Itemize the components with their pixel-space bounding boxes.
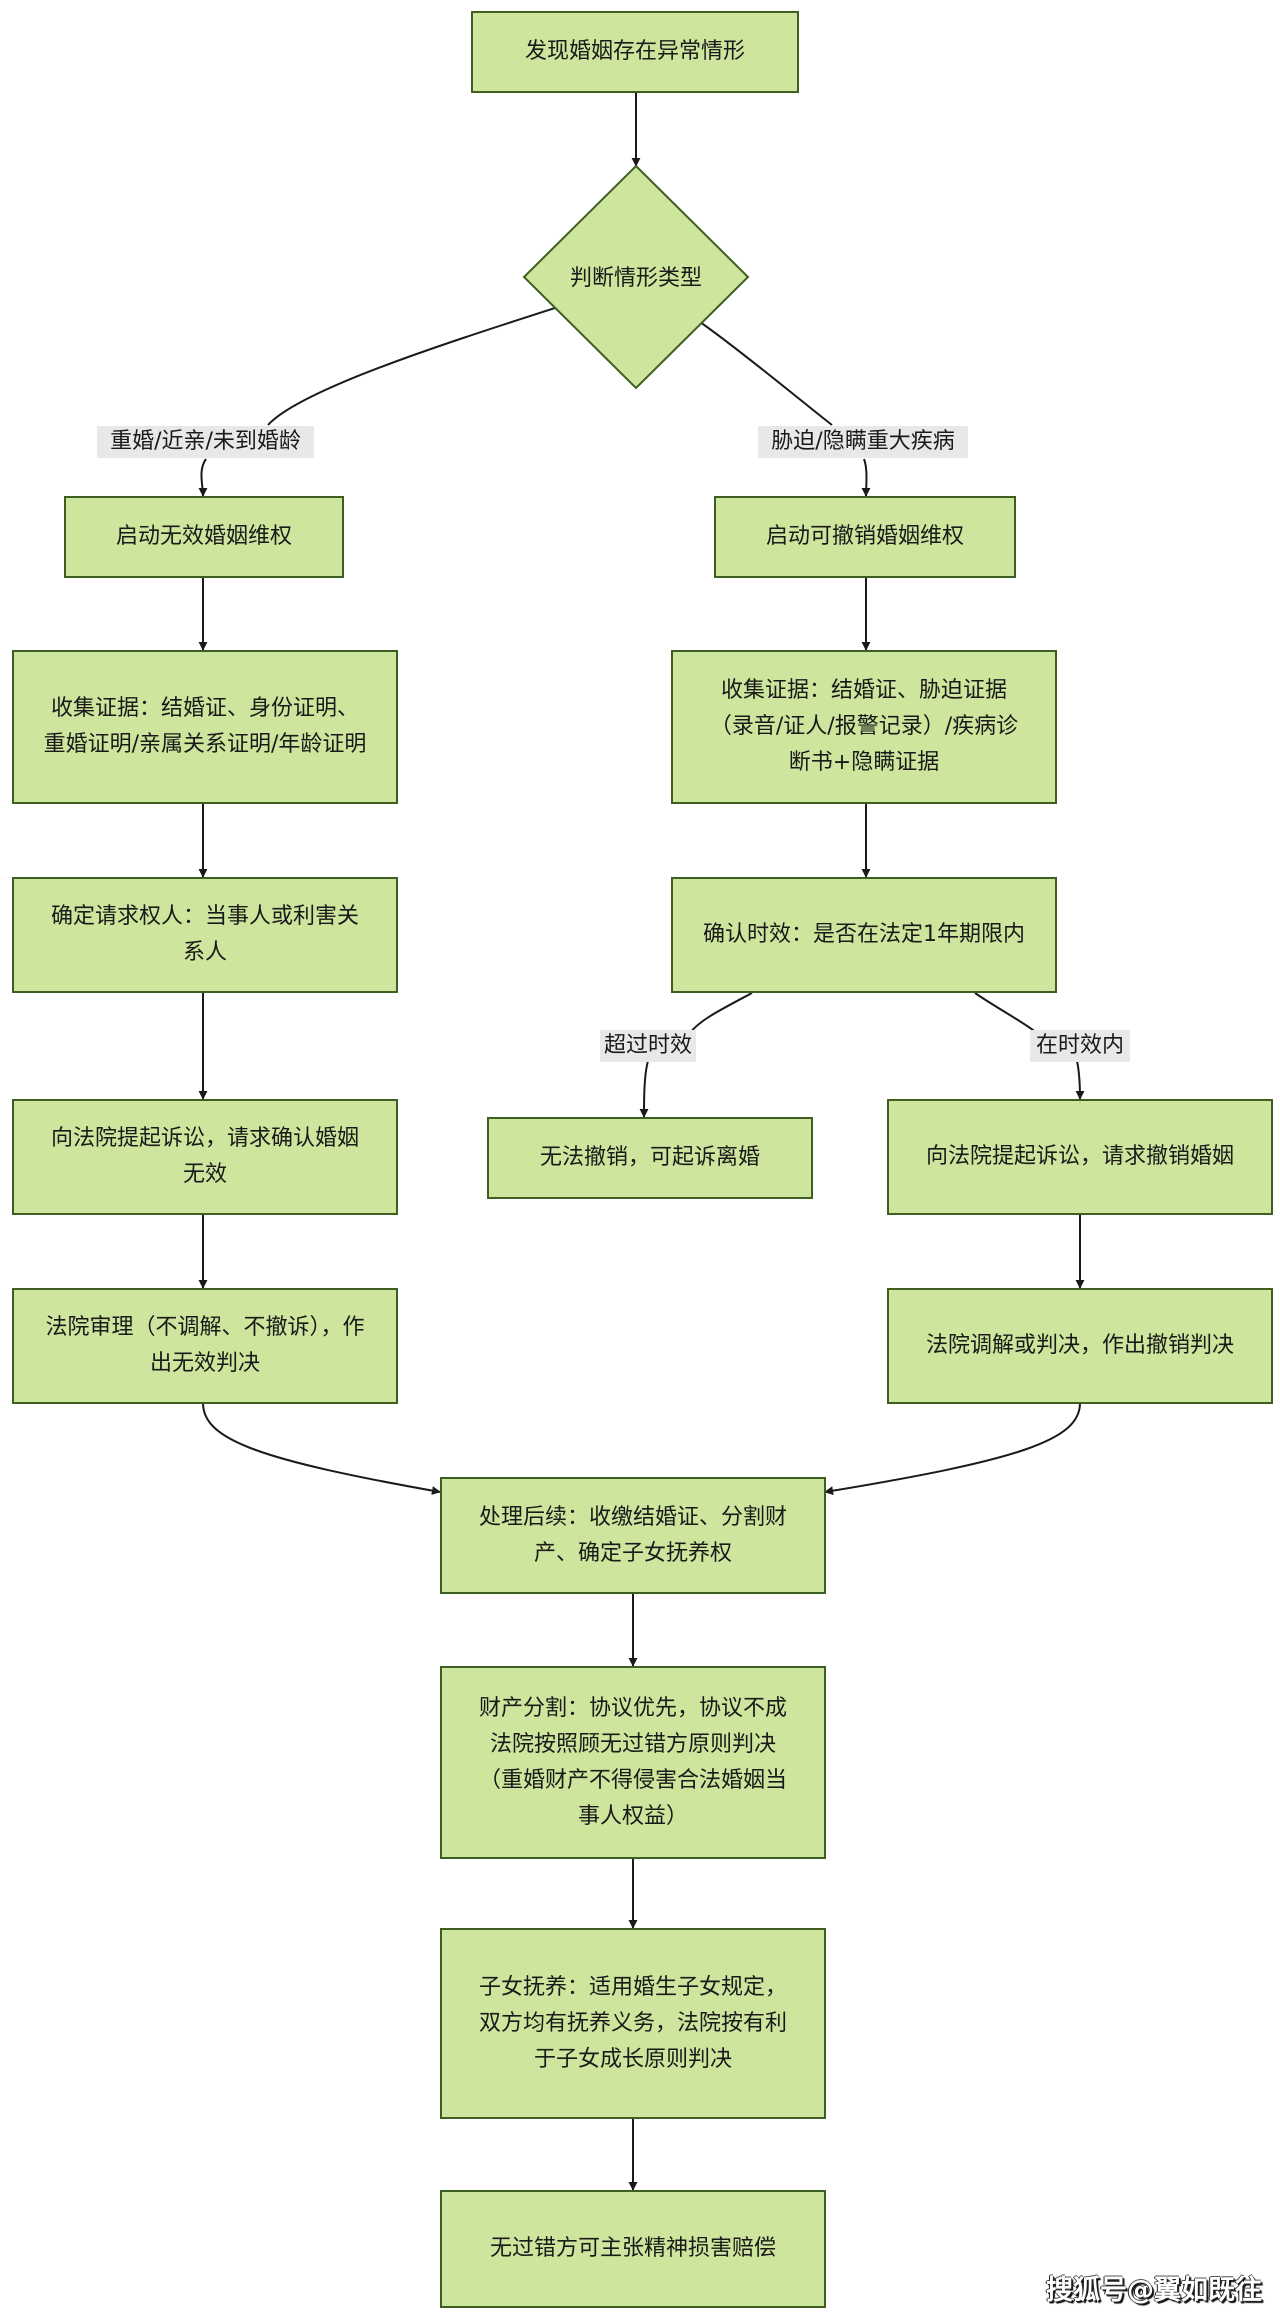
revoke-lawsuit-text: 向法院提起诉讼，请求撤销婚姻: [925, 1144, 1234, 1169]
decision-diamond: [522, 164, 750, 390]
decision-node-text: 判断情形类型: [569, 266, 702, 291]
watermark: 搜狐号@翼如既往: [1046, 2275, 1262, 2306]
compensation-text: 无过错方可主张精神损害赔偿: [489, 2236, 776, 2261]
compensation-node: 无过错方可主张精神损害赔偿: [440, 2190, 826, 2308]
revoke-evidence-node: 收集证据：结婚证、胁迫证据（录音/证人/报警记录）/疾病诊断书+隐瞒证据: [671, 650, 1057, 804]
void-start-text: 启动无效婚姻维权: [115, 524, 292, 549]
void-start-node: 启动无效婚姻维权: [64, 496, 344, 578]
revoke-expired-text: 无法撤销，可起诉离婚: [539, 1145, 760, 1170]
revoke-lawsuit-node: 向法院提起诉讼，请求撤销婚姻: [887, 1099, 1273, 1215]
edge-revoke-judgment-to-aftermath: [824, 1402, 1081, 1496]
revoke-start-node: 启动可撤销婚姻维权: [714, 496, 1016, 578]
edge-label-expired: 超过时效: [600, 1030, 696, 1062]
void-claimant-text: 确定请求权人：当事人或利害关系人: [50, 904, 359, 965]
void-claimant-node: 确定请求权人：当事人或利害关系人: [12, 877, 398, 993]
edge-decision-to-void-start: [201, 307, 556, 496]
edge-label-revoke-branch: 胁迫/隐瞒重大疾病: [758, 426, 968, 458]
revoke-deadline-node: 确认时效：是否在法定1年期限内: [671, 877, 1057, 993]
revoke-deadline-text: 确认时效：是否在法定1年期限内: [703, 922, 1025, 947]
void-judgment-text: 法院审理（不调解、不撤诉），作出无效判决: [45, 1315, 365, 1376]
void-judgment-node: 法院审理（不调解、不撤诉），作出无效判决: [12, 1288, 398, 1404]
revoke-start-text: 启动可撤销婚姻维权: [765, 524, 964, 549]
start-node: 发现婚姻存在异常情形: [471, 11, 799, 93]
edge-deadline-to-within: [974, 992, 1080, 1099]
custody-node: 子女抚养：适用婚生子女规定，双方均有抚养义务，法院按有利于子女成长原则判决: [440, 1928, 826, 2119]
aftermath-text: 处理后续：收缴结婚证、分割财产、确定子女抚养权: [478, 1504, 787, 1566]
void-lawsuit-text: 向法院提起诉讼，请求确认婚姻无效: [50, 1126, 359, 1187]
property-node: 财产分割：协议优先，协议不成法院按照顾无过错方原则判决（重婚财产不得侵害合法婚姻…: [440, 1666, 826, 1859]
edge-decision-to-revoke-start: [699, 321, 867, 496]
edge-label-void-branch: 重婚/近亲/未到婚龄: [97, 426, 314, 458]
edge-label-within: 在时效内: [1030, 1030, 1130, 1062]
start-node-text: 发现婚姻存在异常情形: [524, 39, 745, 64]
revoke-evidence-text: 收集证据：结婚证、胁迫证据（录音/证人/报警记录）/疾病诊断书+隐瞒证据: [709, 678, 1019, 775]
revoke-judgment-text: 法院调解或判决，作出撤销判决: [925, 1333, 1234, 1358]
property-text: 财产分割：协议优先，协议不成法院按照顾无过错方原则判决（重婚财产不得侵害合法婚姻…: [478, 1695, 787, 1829]
edge-deadline-to-expired: [644, 992, 753, 1117]
aftermath-node: 处理后续：收缴结婚证、分割财产、确定子女抚养权: [440, 1477, 826, 1594]
edge-void-judgment-to-aftermath: [202, 1402, 441, 1496]
revoke-expired-node: 无法撤销，可起诉离婚: [487, 1117, 813, 1199]
void-lawsuit-node: 向法院提起诉讼，请求确认婚姻无效: [12, 1099, 398, 1215]
void-evidence-node: 收集证据：结婚证、身份证明、重婚证明/亲属关系证明/年龄证明: [12, 650, 398, 804]
custody-text: 子女抚养：适用婚生子女规定，双方均有抚养义务，法院按有利于子女成长原则判决: [478, 1974, 787, 2072]
void-evidence-text: 收集证据：结婚证、身份证明、重婚证明/亲属关系证明/年龄证明: [43, 696, 367, 757]
revoke-judgment-node: 法院调解或判决，作出撤销判决: [887, 1288, 1273, 1404]
